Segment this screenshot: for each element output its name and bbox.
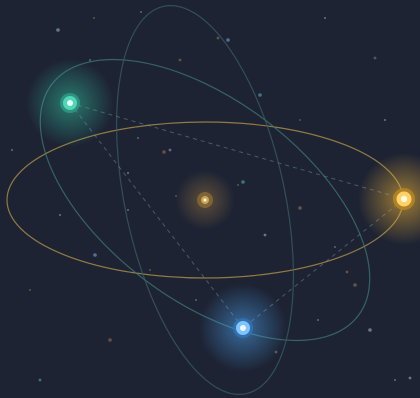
background-star — [368, 328, 372, 332]
background-star — [324, 17, 326, 19]
background-star — [89, 59, 91, 61]
background-star — [195, 299, 197, 301]
background-star — [168, 148, 172, 152]
gold-star — [358, 153, 420, 245]
center-star — [175, 170, 235, 230]
background-star — [127, 209, 129, 211]
background-star — [108, 338, 112, 342]
background-star — [241, 180, 245, 184]
background-star — [162, 150, 166, 154]
background-star — [93, 17, 95, 19]
blue-star — [199, 284, 287, 372]
background-star — [373, 56, 377, 60]
background-star — [216, 36, 220, 40]
background-star — [59, 214, 61, 216]
background-star — [178, 58, 182, 62]
background-star — [298, 206, 302, 210]
background-star — [38, 378, 42, 382]
vertical-orbit — [115, 5, 295, 395]
background-star — [384, 119, 386, 121]
background-star — [140, 11, 142, 13]
background-star — [56, 28, 60, 32]
background-star — [353, 283, 357, 287]
background-star — [237, 184, 239, 186]
background-star — [127, 172, 129, 174]
background-star — [408, 376, 412, 380]
teal-star — [26, 59, 114, 147]
link-teal-gold — [69, 102, 405, 200]
background-star — [263, 233, 267, 237]
background-star — [93, 253, 97, 257]
background-star — [226, 38, 230, 42]
background-star — [11, 149, 13, 151]
background-star — [345, 270, 349, 274]
background-star — [149, 269, 151, 271]
background-star — [334, 246, 336, 248]
background-star — [137, 137, 139, 139]
background-star — [394, 379, 396, 381]
background-star — [29, 289, 31, 291]
background-star — [317, 319, 319, 321]
background-star — [299, 119, 301, 121]
background-star — [258, 93, 262, 97]
